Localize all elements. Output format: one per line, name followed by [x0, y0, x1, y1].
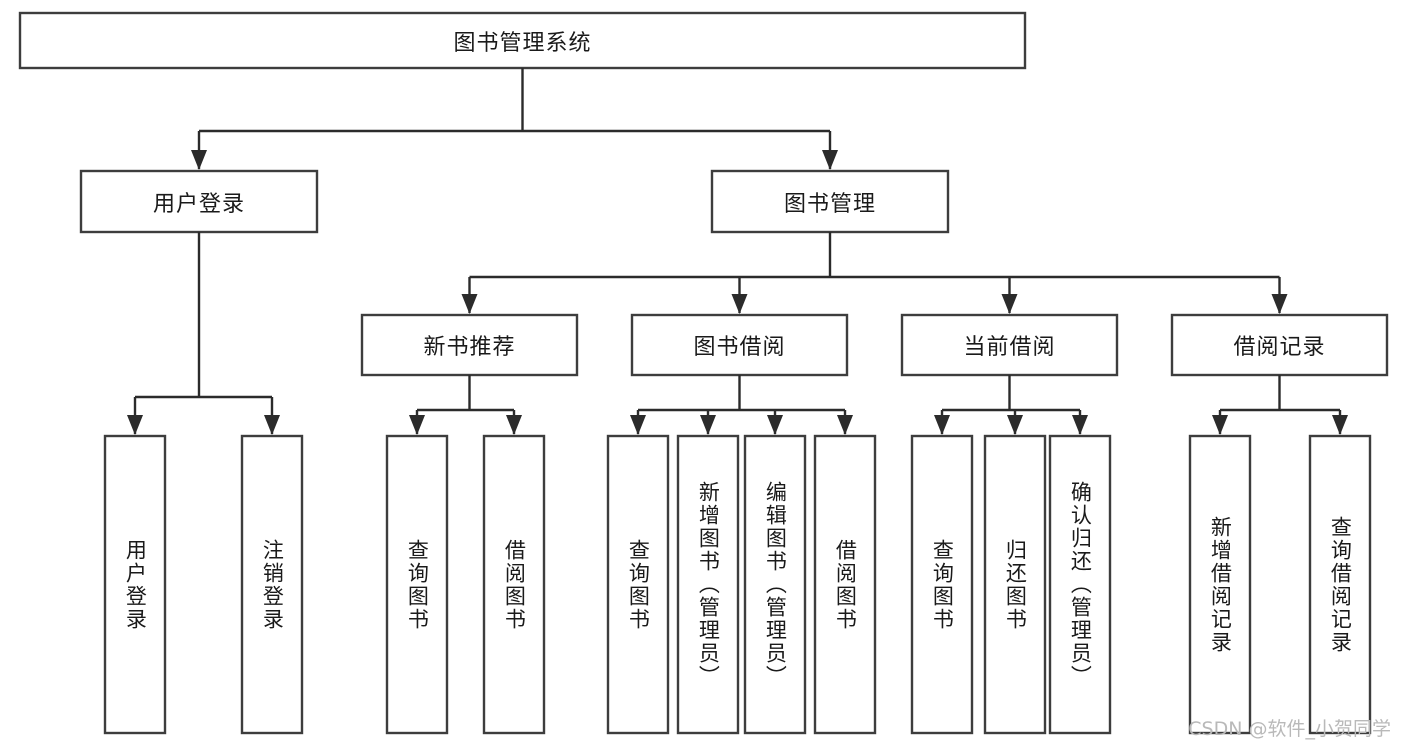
node-box-level2-0[interactable] — [79, 169, 319, 234]
arrow-head-borrow-0 — [630, 415, 646, 435]
node-box-leaf-11[interactable] — [1188, 434, 1252, 735]
arrow-head-newbook-1 — [506, 415, 522, 435]
node-box-level2-1[interactable] — [710, 169, 950, 234]
node-box-leaf-4[interactable] — [606, 434, 670, 735]
arrow-head-books-3 — [1271, 294, 1288, 314]
arrow-head-record-1 — [1332, 415, 1348, 435]
node-box-level3-3[interactable] — [1170, 313, 1389, 377]
arrow-head-current-1 — [1007, 415, 1023, 435]
watermark-text: CSDN @软件_小贺同学 — [1188, 718, 1391, 740]
node-box-leaf-7[interactable] — [813, 434, 877, 735]
node-box-leaf-9[interactable] — [983, 434, 1047, 735]
node-box-leaf-6[interactable] — [743, 434, 807, 735]
arrow-head-login-0 — [127, 415, 143, 435]
node-box-level3-0[interactable] — [360, 313, 579, 377]
arrow-head-root-0 — [191, 150, 207, 170]
arrow-head-record-0 — [1212, 415, 1228, 435]
connectors-layer — [127, 68, 1348, 435]
node-box-level3-1[interactable] — [630, 313, 849, 377]
node-box-leaf-3[interactable] — [482, 434, 546, 735]
node-box-leaf-12[interactable] — [1308, 434, 1372, 735]
node-box-leaf-8[interactable] — [910, 434, 974, 735]
arrow-head-current-0 — [934, 415, 950, 435]
arrow-head-books-0 — [461, 294, 478, 314]
node-box-leaf-5[interactable] — [676, 434, 740, 735]
node-box-level3-2[interactable] — [900, 313, 1119, 377]
arrow-head-books-1 — [731, 294, 748, 314]
arrow-head-root-1 — [822, 150, 838, 170]
node-box-leaf-0[interactable] — [103, 434, 167, 735]
arrow-head-login-1 — [264, 415, 280, 435]
arrow-head-borrow-3 — [837, 415, 853, 435]
node-box-root[interactable] — [18, 11, 1027, 70]
node-box-leaf-10[interactable] — [1048, 434, 1112, 735]
arrow-head-borrow-1 — [700, 415, 716, 435]
arrow-head-books-2 — [1001, 294, 1018, 314]
node-box-leaf-1[interactable] — [240, 434, 304, 735]
arrow-head-newbook-0 — [409, 415, 425, 435]
arrow-head-borrow-2 — [767, 415, 783, 435]
node-box-leaf-2[interactable] — [385, 434, 449, 735]
node-boxes-layer — [18, 11, 1389, 735]
arrow-head-current-2 — [1072, 415, 1088, 435]
